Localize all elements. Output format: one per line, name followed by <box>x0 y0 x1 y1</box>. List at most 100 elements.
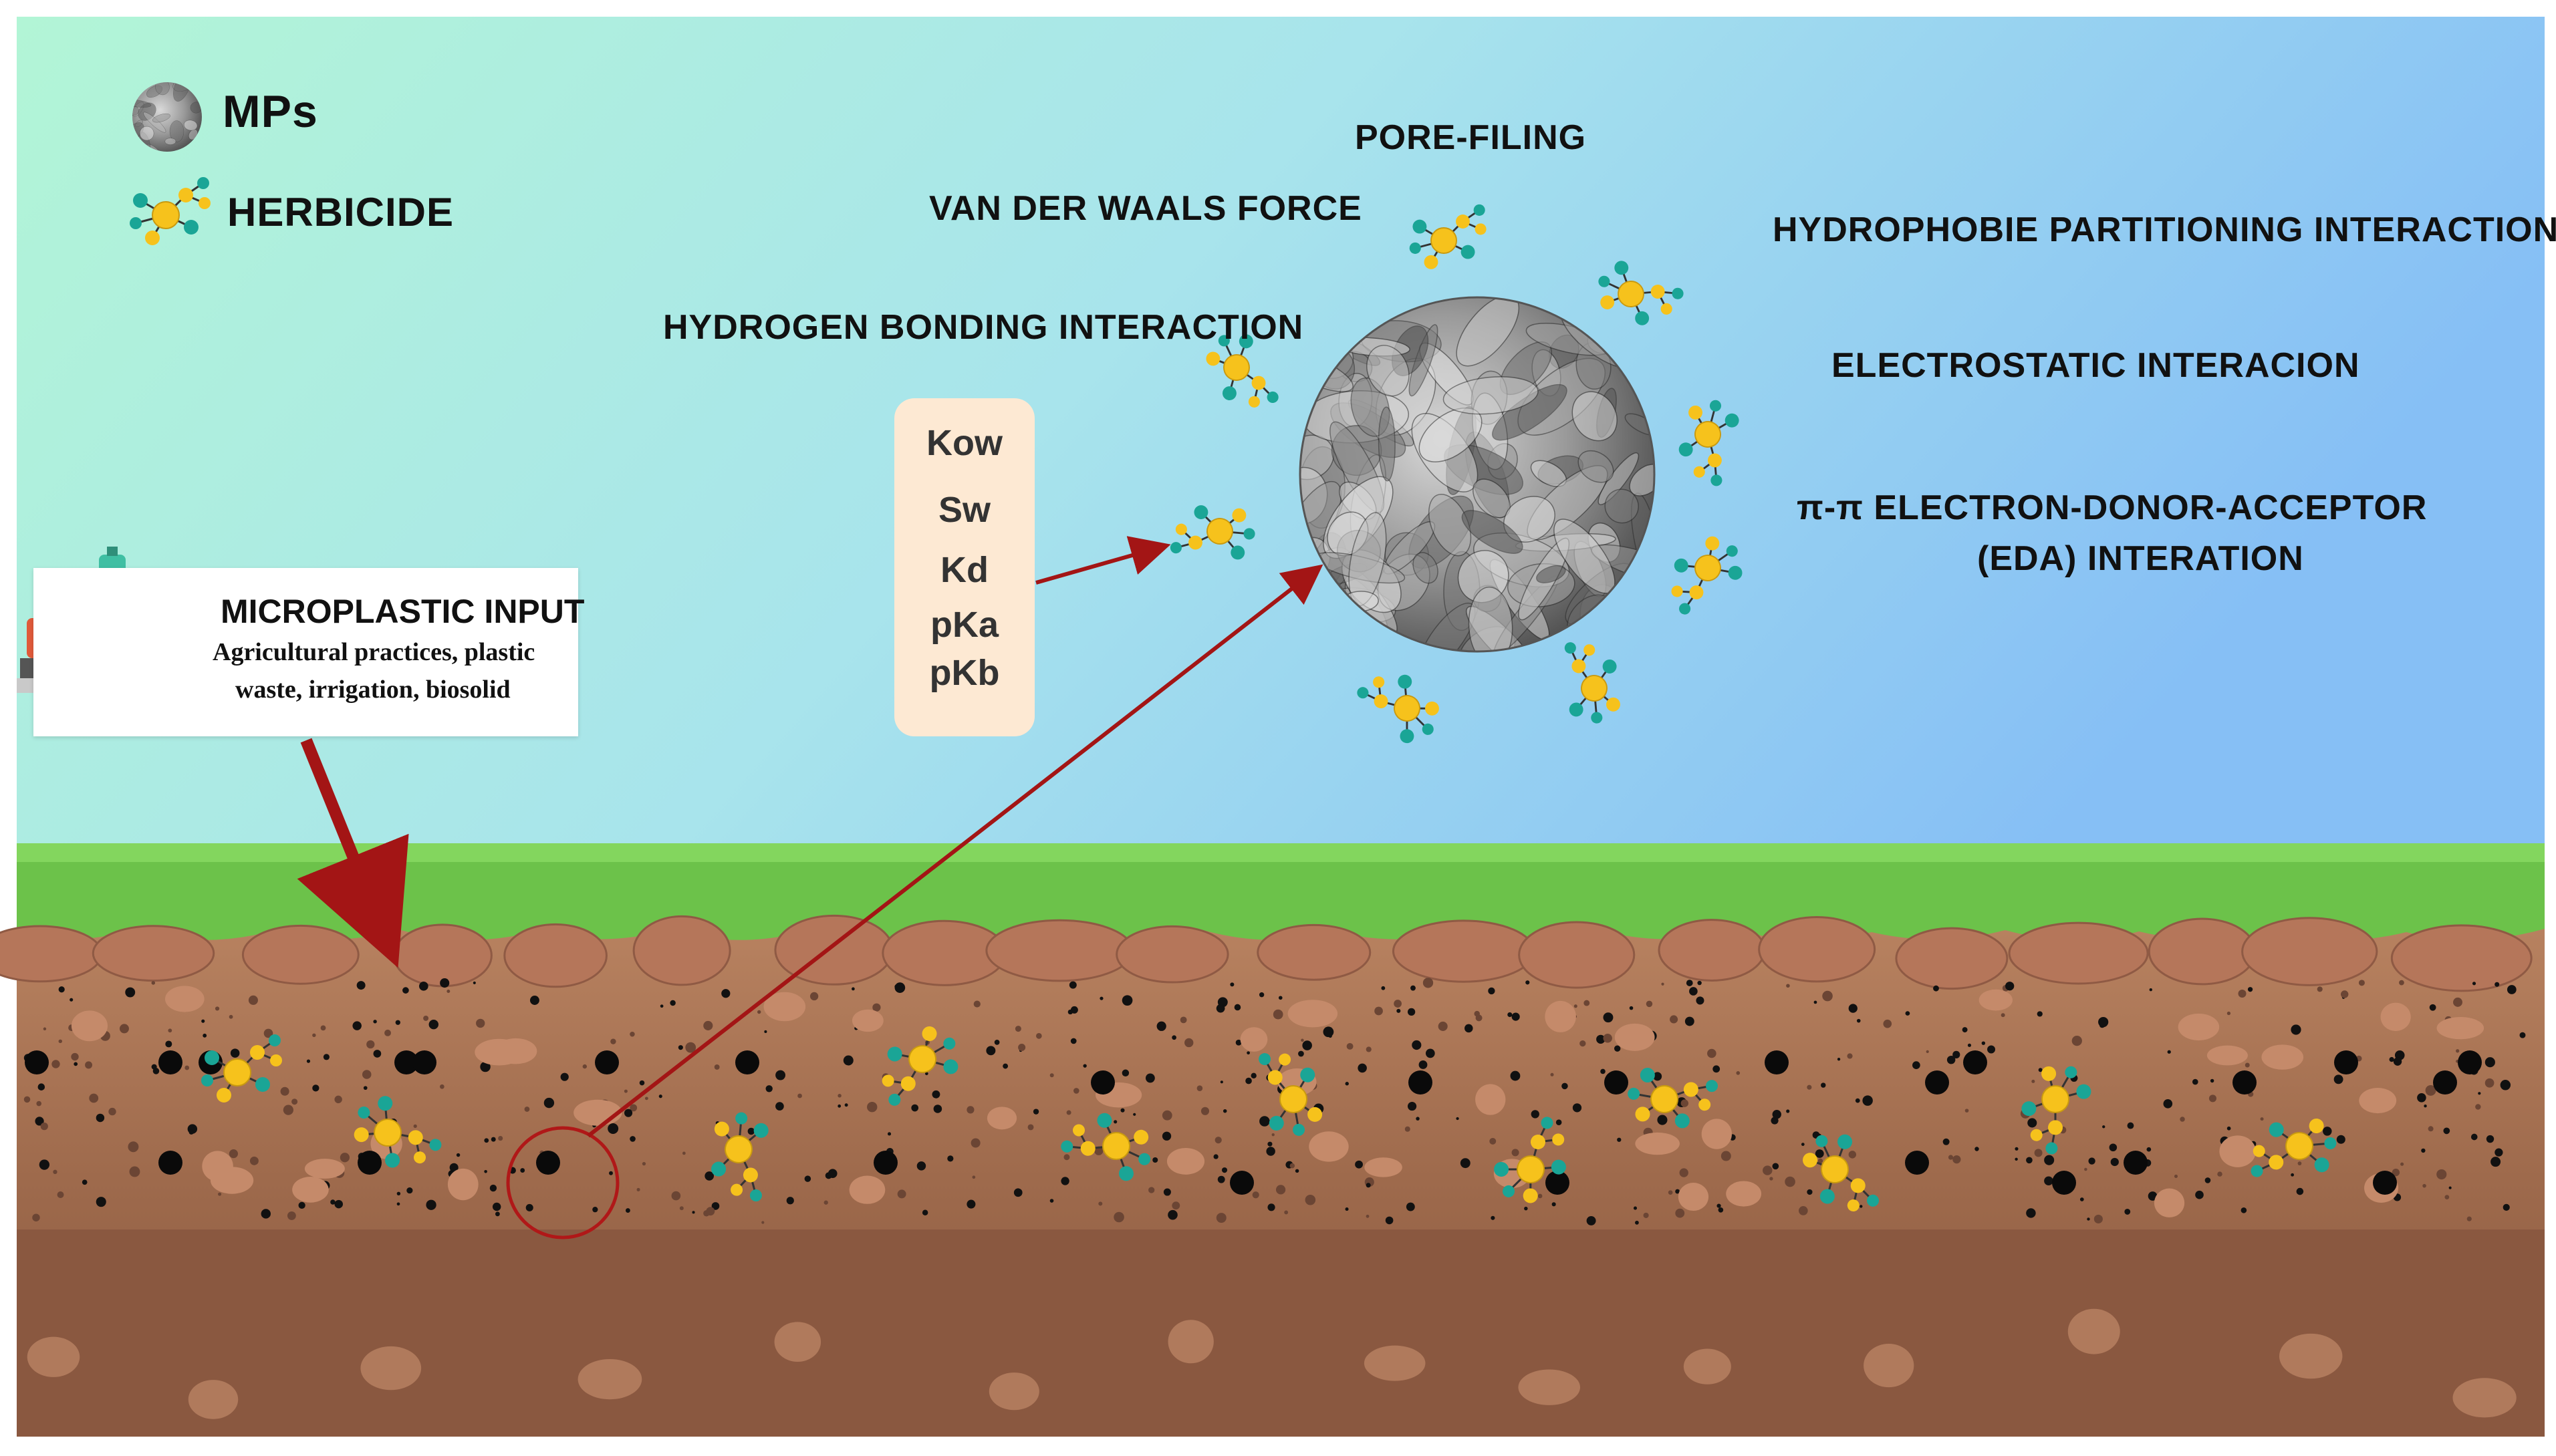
soil-speck <box>775 1102 784 1111</box>
soil-speck <box>1172 1201 1180 1210</box>
soil-speck <box>1223 1109 1227 1113</box>
soil-speck <box>2210 1078 2214 1083</box>
soil-speck <box>1145 1073 1155 1083</box>
soil-speck <box>1221 1167 1228 1173</box>
soil-speck <box>489 1184 497 1192</box>
soil-speck <box>1474 1010 1480 1017</box>
deep-stone <box>2452 1378 2517 1418</box>
soil-speck <box>2217 1171 2222 1177</box>
soil-speck <box>1289 1163 1295 1169</box>
soil-speck <box>1184 1038 1194 1048</box>
soil-speck <box>406 1187 413 1194</box>
soil-pebble <box>852 1009 884 1032</box>
soil-speck <box>1962 1027 1968 1033</box>
soil-speck <box>2291 1024 2301 1035</box>
soil-speck <box>1049 1199 1054 1203</box>
soil-speck <box>1216 1213 1227 1223</box>
soil-speck <box>1862 1095 1873 1106</box>
herbicide-molecule <box>711 1112 769 1202</box>
soil-speck <box>373 1020 377 1024</box>
soil-speck <box>678 1045 683 1050</box>
soil-speck <box>96 1197 106 1207</box>
soil-speck <box>2291 1173 2295 1177</box>
soil-speck <box>2098 1016 2109 1028</box>
soil-speck <box>809 992 819 1001</box>
soil-microplastic-particle <box>1925 1070 1949 1095</box>
soil-speck <box>1275 1185 1286 1195</box>
soil-speck <box>1220 1080 1223 1084</box>
soil-speck <box>230 1048 240 1058</box>
soil-speck <box>1100 996 1104 1000</box>
soil-pebble <box>1240 1027 1268 1052</box>
soil-speck <box>852 987 855 991</box>
soil-speck <box>1524 1206 1528 1211</box>
soil-speck <box>2340 990 2349 998</box>
sem-texture-fold <box>152 113 170 123</box>
soil-speck <box>1148 1187 1155 1193</box>
soil-speck <box>249 1156 259 1165</box>
soil-speck <box>1366 1214 1370 1218</box>
van-der-waals-label: VAN DER WAALS FORCE <box>929 189 1362 228</box>
soil-speck <box>1531 1110 1539 1119</box>
sem-texture-fold <box>132 106 139 116</box>
soil-speck <box>1821 1082 1826 1088</box>
soil-microplastic-particle <box>158 1050 182 1074</box>
microplastic-input-sources-line1: Agricultural practices, plastic <box>213 638 535 666</box>
soil-speck <box>1345 1207 1349 1211</box>
soil-speck <box>495 1211 500 1217</box>
soil-speck <box>1550 1072 1554 1076</box>
deep-stone <box>1518 1369 1581 1405</box>
soil-speck <box>1273 1009 1283 1020</box>
soil-speck <box>1027 1124 1034 1131</box>
soil-speck <box>334 1095 342 1104</box>
deep-stone <box>1168 1320 1214 1364</box>
soil-speck <box>1926 1050 1929 1053</box>
soil-speck <box>679 1206 684 1211</box>
soil-speck <box>761 1221 765 1224</box>
soil-speck <box>1385 1216 1394 1225</box>
soil-pebble <box>1475 1084 1506 1115</box>
soil-speck <box>2174 1174 2178 1178</box>
soil-speck <box>2323 1127 2332 1136</box>
herbicide-legend-label: HERBICIDE <box>227 190 455 235</box>
soil-speck <box>89 1093 99 1103</box>
soil-speck <box>1855 1098 1860 1103</box>
soil-speck <box>2358 980 2365 986</box>
properties-to-herbicide-arrow <box>1035 536 1171 585</box>
soil-speck <box>1798 1206 1808 1215</box>
mps-legend-text: MPs <box>223 86 318 137</box>
soil-microplastic-particle <box>1963 1050 1987 1074</box>
soil-speck <box>2026 1157 2033 1164</box>
soil-speck <box>340 1153 350 1163</box>
herbicide-molecule <box>1409 204 1487 269</box>
soil-speck <box>525 1203 533 1211</box>
soil-speck <box>1410 985 1416 991</box>
soil-speck <box>125 987 136 998</box>
soil-pebble <box>292 1176 329 1203</box>
soil-speck <box>1646 1000 1653 1008</box>
soil-speck <box>1267 1203 1275 1211</box>
soil-speck <box>129 1166 140 1177</box>
herbicide-molecule <box>1598 261 1684 325</box>
soil-speck <box>2296 1187 2304 1195</box>
soil-speck <box>1245 1077 1252 1084</box>
soil-speck <box>2226 1011 2231 1016</box>
soil-speck <box>972 1175 976 1179</box>
soil-speck <box>1069 981 1077 989</box>
soil-speck <box>2071 1035 2082 1046</box>
soil-speck <box>2444 1195 2450 1200</box>
soil-speck <box>630 1136 636 1142</box>
surface-rock <box>2148 917 2257 986</box>
soil-speck <box>2424 1104 2427 1108</box>
soil-speck <box>1235 1039 1242 1046</box>
soil-speck <box>35 1117 44 1126</box>
sem-texture-fold <box>1468 586 1513 651</box>
soil-pebble <box>2380 1002 2411 1032</box>
soil-speck <box>1905 1011 1910 1016</box>
microplastic-input-title: MICROPLASTIC INPUT <box>221 593 585 630</box>
soil-speck <box>1013 1188 1023 1197</box>
soil-speck <box>1396 1008 1401 1013</box>
soil-speck <box>1653 1072 1662 1081</box>
soil-microplastic-particle <box>358 1151 382 1175</box>
